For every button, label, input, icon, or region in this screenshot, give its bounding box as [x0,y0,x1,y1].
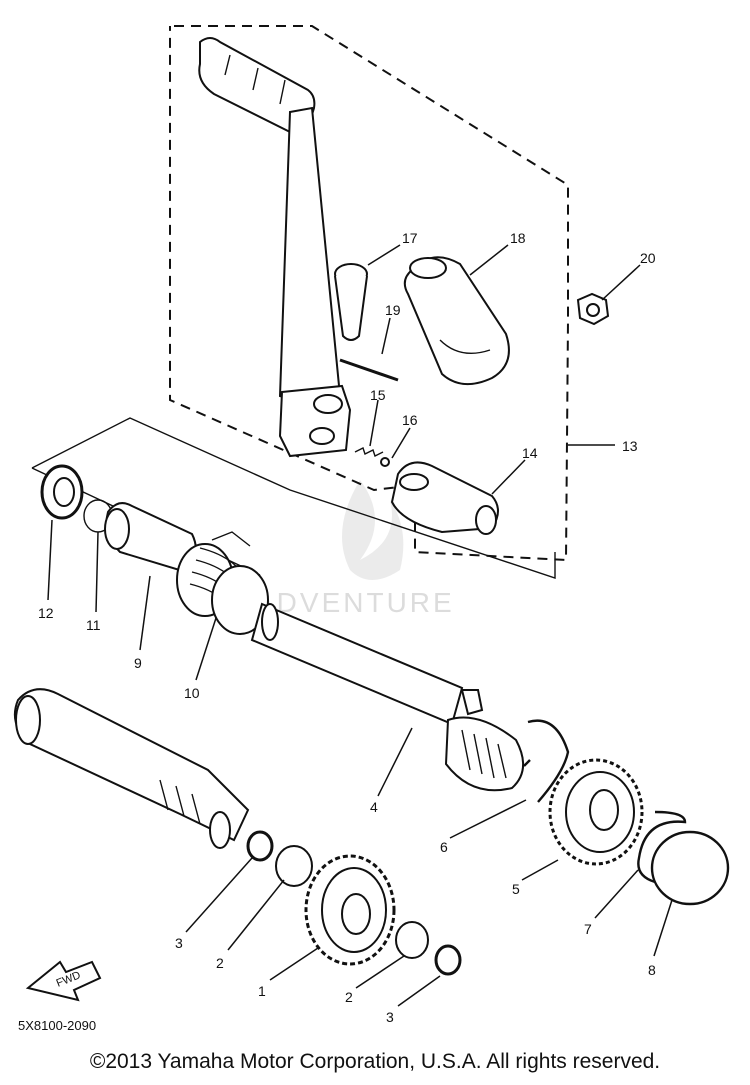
callout-labels: 17 18 20 19 15 16 13 14 12 11 9 10 4 6 5… [38,230,656,1025]
nut-20 [576,292,610,326]
callout-16: 16 [402,412,418,428]
washer-2-left [275,845,313,887]
spring-15 [354,447,384,457]
pin-17 [334,263,368,341]
shaft-assembly-boundary [31,417,556,579]
callout-12: 12 [38,605,54,621]
circlip-3-left [246,830,274,862]
clip-7 [637,810,687,884]
callout-2-left: 2 [216,955,224,971]
watermark-text: ADVENTURE [255,587,455,618]
clip-6 [523,719,570,803]
oil-seal-12 [40,464,84,520]
callout-9: 9 [134,655,142,671]
callout-7: 7 [584,921,592,937]
drawing-code: 5X8100-2090 [18,1018,96,1033]
assembly-13-boundary [169,25,569,562]
callout-4: 4 [370,799,378,815]
primary-shaft [14,688,250,849]
torsion-spring-10 [176,531,269,635]
callout-11: 11 [86,617,101,633]
idler-gear-1 [304,854,396,966]
spring-guide-9 [104,502,197,574]
kick-gear-5 [548,758,644,866]
kick-axle-4 [250,602,524,792]
lever-boot-18 [403,256,510,385]
ball-16 [380,457,390,467]
kick-boss-14 [390,461,499,535]
callout-2-right: 2 [345,989,353,1005]
callout-10: 10 [184,685,200,701]
kick-lever [198,37,352,458]
callout-18: 18 [510,230,526,246]
callout-17: 17 [402,230,418,246]
circlip-8 [650,830,730,906]
callout-19: 19 [385,302,401,318]
fwd-arrow-icon: FWD [25,960,102,1002]
callout-8: 8 [648,962,656,978]
callout-5: 5 [512,881,520,897]
copyright-notice: ©2013 Yamaha Motor Corporation, U.S.A. A… [89,1050,661,1073]
washer-2-right [395,921,429,959]
callout-13: 13 [622,438,638,454]
leader-lines [47,244,673,1007]
clip-19 [339,358,399,382]
callout-6: 6 [440,839,448,855]
callout-1: 1 [258,983,266,999]
callout-3-right: 3 [386,1009,394,1025]
callout-20: 20 [640,250,656,266]
watermark-logo: ADVENTURE [255,480,455,618]
circlip-3-right [434,944,462,976]
callout-14: 14 [522,445,538,461]
callout-3-left: 3 [175,935,183,951]
callout-15: 15 [370,387,386,403]
